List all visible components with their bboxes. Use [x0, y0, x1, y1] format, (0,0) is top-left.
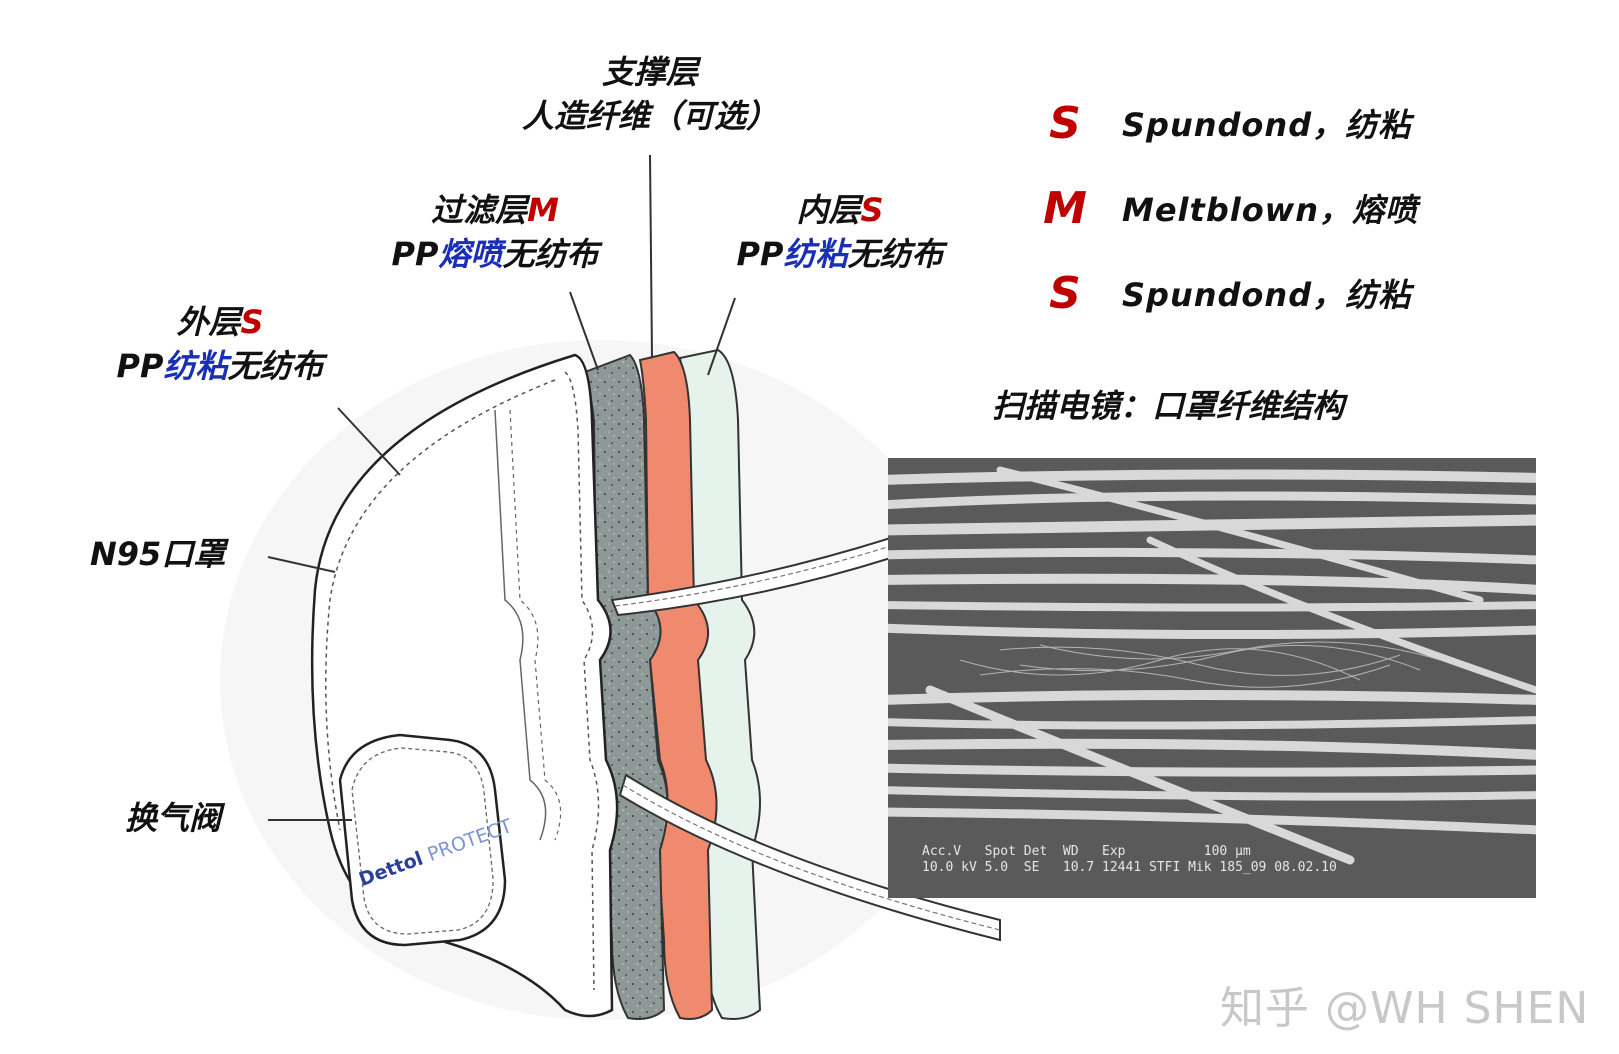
sem-caption-line2: 10.0 kV 5.0 SE 10.7 12441 STFI Mik 185_0…	[922, 860, 1337, 875]
leader-mask	[267, 556, 336, 573]
filter-layer-title: 过滤层M	[431, 191, 559, 229]
support-layer-title: 支撑层	[601, 53, 698, 91]
label-valve: 换气阀	[125, 799, 222, 837]
sem-title: 扫描电镜：口罩纤维结构	[992, 387, 1345, 425]
sem-caption: Acc.V Spot Det WD Exp 100 μm 10.0 kV 5.0…	[922, 844, 1337, 876]
label-inner-layer: 内层S PP纺粘无纺布	[700, 188, 980, 276]
sem-fiber-image	[888, 458, 1536, 898]
legend-letter-2: M	[1043, 182, 1087, 234]
leader-filter	[569, 291, 599, 371]
watermark: 知乎 @WH SHEN	[1220, 983, 1590, 1034]
legend-desc-2: Meltblown，熔喷	[1122, 191, 1419, 229]
legend-letter-1: S	[1049, 97, 1081, 149]
support-layer-material: 人造纤维（可选）	[521, 97, 778, 135]
legend-desc-1: Spundond，纺粘	[1122, 106, 1412, 144]
legend-letter-3: S	[1049, 267, 1081, 319]
filter-layer-material: PP熔喷无纺布	[391, 235, 599, 273]
label-filter-layer: 过滤层M PP熔喷无纺布	[355, 188, 635, 276]
exhalation-valve	[338, 733, 507, 947]
legend-row-1: S Spundond，纺粘	[1030, 93, 1411, 153]
legend-row-3: S Spundond，纺粘	[1030, 263, 1411, 323]
filter-layer-code: M	[527, 191, 559, 229]
leader-outer	[337, 407, 401, 476]
outer-layer-title: 外层S	[176, 303, 264, 341]
inner-layer-title: 内层S	[796, 191, 884, 229]
leader-inner	[707, 297, 736, 376]
sem-caption-line1: Acc.V Spot Det WD Exp 100 μm	[922, 844, 1251, 859]
label-support-layer: 支撑层 人造纤维（可选）	[500, 50, 800, 138]
outer-layer-material: PP纺粘无纺布	[116, 347, 324, 385]
inner-layer-code: S	[860, 191, 884, 229]
outer-layer-code: S	[240, 303, 264, 341]
legend-desc-3: Spundond，纺粘	[1122, 276, 1412, 314]
legend-row-2: M Meltblown，熔喷	[1030, 178, 1418, 238]
ear-strap-lower	[618, 773, 1001, 942]
inner-layer-material: PP纺粘无纺布	[736, 235, 944, 273]
label-mask: N95口罩	[90, 535, 226, 573]
leader-support	[649, 154, 653, 359]
label-outer-layer: 外层S PP纺粘无纺布	[90, 300, 350, 388]
